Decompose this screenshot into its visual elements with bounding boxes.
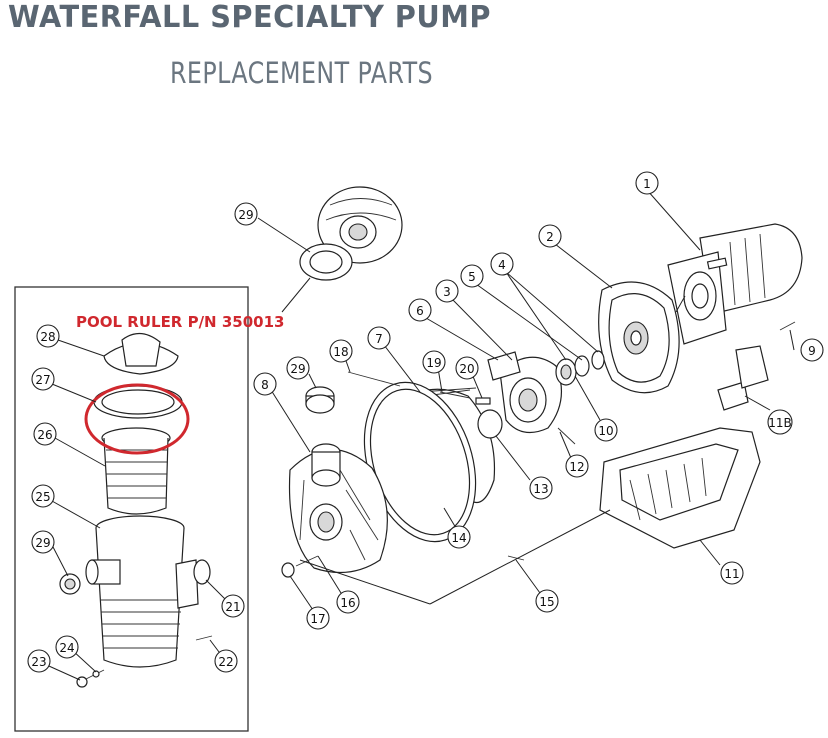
svg-text:21: 21 xyxy=(225,600,240,614)
callout: 5 xyxy=(460,264,484,288)
page-title: WATERFALL SPECIALTY PUMP xyxy=(8,0,491,35)
part-motor-base[interactable] xyxy=(599,427,761,549)
svg-text:1: 1 xyxy=(643,177,651,191)
part-foot-support[interactable] xyxy=(717,345,769,411)
callout: 14 xyxy=(447,525,471,549)
callout: 29 xyxy=(31,530,55,554)
callout: 29 xyxy=(234,202,258,226)
part-pump-body[interactable] xyxy=(288,443,388,574)
callout: 22 xyxy=(214,649,238,673)
part-strainer-basket[interactable] xyxy=(101,427,171,515)
callout: 28 xyxy=(36,324,60,348)
page-subtitle: REPLACEMENT PARTS xyxy=(170,56,434,90)
part-diffuser-seal[interactable] xyxy=(477,409,503,439)
callout: 19 xyxy=(422,350,446,374)
svg-text:26: 26 xyxy=(37,428,52,442)
svg-text:5: 5 xyxy=(468,270,476,284)
part-lid-o-ring[interactable] xyxy=(93,385,183,419)
svg-text:29: 29 xyxy=(35,536,50,550)
svg-text:11B: 11B xyxy=(768,416,792,430)
callout: 10 xyxy=(594,418,618,442)
leader-lines xyxy=(39,189,795,681)
svg-text:16: 16 xyxy=(340,596,355,610)
callout: 4 xyxy=(490,252,514,276)
callout: 8 xyxy=(253,372,277,396)
strainer-inset-box xyxy=(14,286,249,732)
part-motor[interactable] xyxy=(667,223,803,345)
callout: 25 xyxy=(31,484,55,508)
svg-text:13: 13 xyxy=(533,482,548,496)
callout: 2 xyxy=(538,224,562,248)
callout: 24 xyxy=(55,635,79,659)
callout: 27 xyxy=(31,367,55,391)
svg-text:8: 8 xyxy=(261,378,269,392)
callout: 16 xyxy=(336,590,360,614)
part-hardware[interactable] xyxy=(281,321,796,578)
svg-text:22: 22 xyxy=(218,655,233,669)
callout: 3 xyxy=(435,279,459,303)
part-strainer-housing[interactable] xyxy=(85,515,199,668)
highlight-label: POOL RULER P/N 350013 xyxy=(76,313,284,331)
callout: 15 xyxy=(535,589,559,613)
svg-text:6: 6 xyxy=(416,304,424,318)
svg-text:15: 15 xyxy=(539,595,554,609)
svg-text:28: 28 xyxy=(40,330,55,344)
svg-text:11: 11 xyxy=(724,567,739,581)
svg-text:29: 29 xyxy=(238,208,253,222)
callout: 9 xyxy=(800,338,824,362)
svg-text:14: 14 xyxy=(451,531,466,545)
part-union-nut[interactable] xyxy=(305,386,335,414)
callout: 23 xyxy=(27,649,51,673)
callout: 20 xyxy=(455,356,479,380)
callout: 21 xyxy=(221,594,245,618)
part-union-nut-inset[interactable] xyxy=(59,573,81,595)
part-shaft-seal[interactable] xyxy=(555,350,605,386)
svg-text:18: 18 xyxy=(333,345,348,359)
svg-text:2: 2 xyxy=(546,230,554,244)
svg-text:25: 25 xyxy=(35,490,50,504)
callout: 7 xyxy=(367,326,391,350)
svg-text:17: 17 xyxy=(310,612,325,626)
part-seal-plate[interactable] xyxy=(598,281,680,394)
svg-text:27: 27 xyxy=(35,373,50,387)
callout: 26 xyxy=(33,422,57,446)
svg-text:12: 12 xyxy=(569,460,584,474)
svg-text:3: 3 xyxy=(443,285,451,299)
svg-text:9: 9 xyxy=(808,344,816,358)
svg-text:29: 29 xyxy=(290,362,305,376)
svg-text:10: 10 xyxy=(598,424,613,438)
svg-text:19: 19 xyxy=(426,356,441,370)
callout: 11B xyxy=(767,409,793,435)
part-strainer-lid[interactable] xyxy=(103,332,179,375)
callout: 1 xyxy=(635,171,659,195)
callout: 17 xyxy=(306,606,330,630)
callout: 18 xyxy=(329,339,353,363)
part-diffuser[interactable] xyxy=(317,186,403,264)
callout: 12 xyxy=(565,454,589,478)
svg-text:7: 7 xyxy=(375,332,383,346)
part-diffuser-o-ring[interactable] xyxy=(299,243,353,281)
svg-text:4: 4 xyxy=(498,258,506,272)
callout: 11 xyxy=(720,561,744,585)
callout: 13 xyxy=(529,476,553,500)
svg-text:20: 20 xyxy=(459,362,474,376)
svg-text:23: 23 xyxy=(31,655,46,669)
part-flange-o-ring[interactable] xyxy=(193,559,211,585)
svg-text:24: 24 xyxy=(59,641,74,655)
callout: 29 xyxy=(286,356,310,380)
callout: 6 xyxy=(408,298,432,322)
highlight-circle xyxy=(84,383,190,455)
